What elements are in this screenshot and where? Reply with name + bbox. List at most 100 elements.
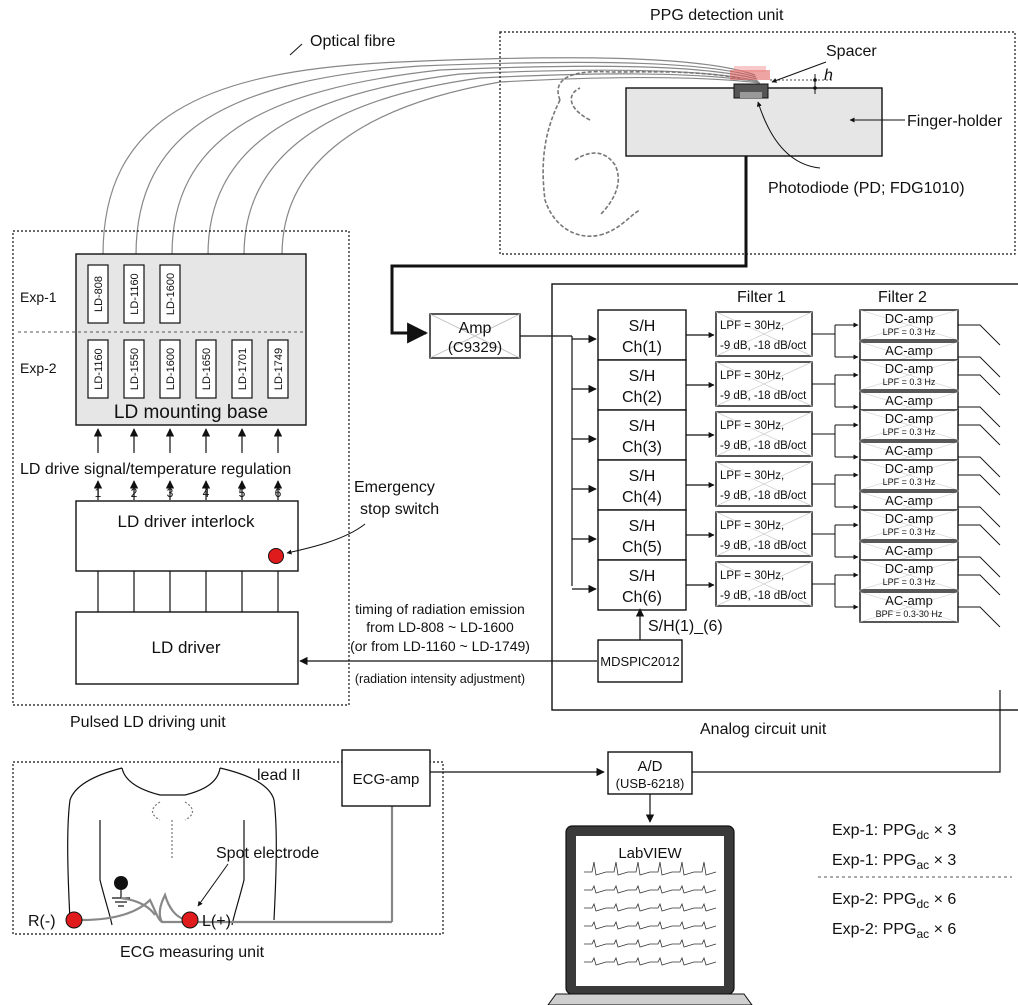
sh-title: S/H	[629, 318, 656, 335]
ld-driver-interlock-box	[75, 500, 299, 572]
analog-unit-frame	[551, 283, 1018, 711]
exp2-dc-b: × 6	[929, 891, 956, 908]
emergency-label-2: stop switch	[360, 501, 439, 518]
sh-label: S/H(1)_(6)	[648, 618, 723, 635]
spot-electrode-label: Spot electrode	[216, 845, 319, 862]
waveform-line	[584, 902, 717, 912]
finger-outline	[542, 70, 741, 237]
filter2-dc-label: DC-amp	[885, 511, 933, 526]
filter1-line2: -9 dB, -18 dB/oct	[720, 340, 807, 352]
filter2-output	[958, 506, 1001, 528]
timing-line-4: (radiation intensity adjustment)	[355, 672, 525, 686]
emergency-stop-button[interactable]	[268, 548, 284, 564]
sh-channel: Ch(4)	[622, 489, 662, 506]
filter2-dc-sub: LPF = 0.3 Hz	[883, 577, 936, 587]
labview-label: LabVIEW	[618, 845, 682, 862]
exp1-dc-a: Exp-1: PPG	[832, 822, 916, 839]
filter2-output	[958, 406, 1001, 428]
channel-number: 4	[203, 486, 210, 500]
sh-channel: Ch(1)	[622, 339, 662, 356]
exp1-ld-chip-3: LD-1600	[159, 264, 181, 324]
pd-to-amp-wire	[390, 156, 748, 344]
filter2-output	[958, 474, 1001, 496]
filter2-ac-sub: BPF = 0.3-30 Hz	[876, 609, 943, 619]
sh-channel: Ch(5)	[622, 539, 662, 556]
timing-line-2: from LD-808 ~ LD-1600	[366, 619, 514, 635]
filter2-dc-label: DC-amp	[885, 561, 933, 576]
filter1-line2: -9 dB, -18 dB/oct	[720, 390, 807, 402]
analog-unit-title: Analog circuit unit	[700, 721, 827, 738]
filter2-dc-sub: LPF = 0.3 Hz	[883, 327, 936, 337]
electrode-cables	[81, 892, 392, 924]
exp1-ld-chip-label: LD-1600	[165, 273, 177, 315]
emergency-leader	[286, 523, 366, 555]
fibre-leader	[289, 43, 303, 56]
finger-holder-label: Finger-holder	[907, 113, 1003, 130]
laser-glow-icon	[730, 66, 770, 80]
photodiode-label: Photodiode (PD; FDG1010)	[768, 180, 965, 197]
filter2-dc-sub: LPF = 0.3 Hz	[883, 377, 936, 387]
exp2-label: Exp-2	[20, 360, 57, 376]
filter2-ac-label: AC-amp	[885, 393, 933, 408]
optical-fibres	[102, 57, 761, 256]
exp2-ld-chip-3: LD-1600	[159, 339, 181, 399]
waveform-line	[584, 861, 717, 876]
svg-text:Exp-1: PPGdc × 3: Exp-1: PPGdc × 3	[832, 822, 956, 842]
ad-label-1: A/D	[637, 758, 662, 775]
sh-title: S/H	[629, 518, 656, 535]
exp2-ac-b: × 6	[929, 921, 956, 938]
ld-driver-box	[75, 611, 299, 685]
waveform-line	[584, 938, 717, 948]
exp1-ac-b: × 3	[929, 852, 956, 869]
mounting-base-label: LD mounting base	[114, 402, 268, 423]
filter1-line2: -9 dB, -18 dB/oct	[720, 490, 807, 502]
drive-signal-label: LD drive signal/temperature regulation	[20, 461, 291, 478]
electrode-l-icon	[181, 911, 199, 929]
svg-text:Exp-2: PPGdc × 6: Exp-2: PPGdc × 6	[832, 891, 956, 911]
exp2-ld-chip-label: LD-1749	[273, 348, 285, 390]
analog-channel-5: S/HCh(5)LPF = 30Hz,-9 dB, -18 dB/octDC-a…	[572, 509, 959, 573]
filter2-output	[958, 356, 1001, 378]
ecg-unit-title: ECG measuring unit	[120, 944, 265, 961]
mdspic-label: MDSPIC2012	[600, 654, 679, 669]
channel-number: 3	[167, 486, 174, 500]
ppg-unit-frame	[499, 31, 1016, 255]
pulsed-ld-unit-frame	[12, 230, 350, 706]
filter2-ac-label: AC-amp	[885, 443, 933, 458]
exp2-ld-chip-6: LD-1749	[267, 339, 289, 399]
filter2-output-lines	[958, 324, 1001, 628]
sh-channel: Ch(3)	[622, 439, 662, 456]
filter1-line2: -9 dB, -18 dB/oct	[720, 590, 807, 602]
spacer-label: Spacer	[826, 43, 877, 60]
interlock-label: LD driver interlock	[118, 512, 255, 531]
filter1-title: Filter 1	[737, 289, 786, 306]
exp2-ld-chip-label: LD-1160	[93, 348, 105, 389]
amp-label-1: Amp	[459, 320, 492, 337]
svg-text:Exp-2: PPGac × 6: Exp-2: PPGac × 6	[832, 921, 956, 941]
exp1-ld-group: LD-808 LD-1160 LD-1600	[87, 264, 181, 324]
filter2-ac-label: AC-amp	[885, 493, 933, 508]
optical-fibre-label: Optical fibre	[310, 33, 395, 50]
exp2-ac-sub: ac	[916, 927, 929, 941]
filter1-line1: LPF = 30Hz,	[720, 320, 784, 332]
photodiode-leader	[756, 101, 821, 169]
exp1-ld-chip-label: LD-808	[93, 276, 105, 312]
channel-number: 2	[131, 486, 138, 500]
filter1-line1: LPF = 30Hz,	[720, 470, 784, 482]
lead-label: lead II	[257, 767, 301, 784]
exp1-ld-chip-label: LD-1160	[129, 273, 141, 314]
filter2-ac-label: AC-amp	[885, 593, 933, 608]
ground-electrode-icon	[112, 876, 130, 907]
photodiode-window	[740, 92, 762, 98]
filter2-ac-label: AC-amp	[885, 543, 933, 558]
exp1-label: Exp-1	[20, 289, 57, 305]
pulsed-unit-title: Pulsed LD driving unit	[70, 714, 226, 731]
filter2-dc-sub: LPF = 0.3 Hz	[883, 427, 936, 437]
waveform-line	[584, 884, 717, 894]
exp1-ld-chip-1: LD-808	[87, 264, 109, 324]
sh-title: S/H	[629, 418, 656, 435]
ecg-amp-label: ECG-amp	[353, 771, 420, 788]
mdspic-box	[597, 639, 683, 683]
